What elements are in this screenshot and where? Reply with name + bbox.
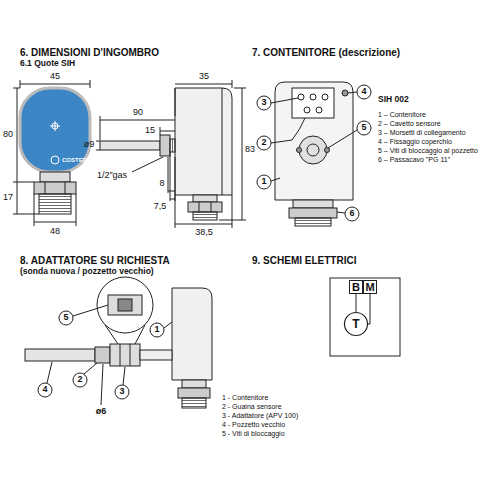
label-text: 90	[133, 108, 143, 118]
label-text: 1/2"gas	[97, 171, 127, 181]
section-heading: 7. CONTENITORE (descrizione)	[252, 47, 400, 58]
node-text: M	[365, 281, 374, 293]
wire	[356, 294, 357, 312]
label-text: 8	[159, 179, 164, 189]
label-text: ø9	[84, 140, 95, 150]
callout-number: 4	[42, 385, 47, 395]
section-heading: 9. SCHEMI ELETTRICI	[252, 255, 356, 266]
callout-number: 4	[361, 87, 366, 97]
label-text: 5 - Viti di bloccaggio	[222, 430, 285, 438]
callout-number: 2	[261, 138, 266, 148]
label-text: 38,5	[195, 228, 213, 238]
label-text: ø6	[96, 407, 107, 417]
label-text: 6.1 Quote SIH	[20, 59, 75, 68]
section-heading: 8. ADATTATORE SU RICHIESTA	[20, 255, 170, 266]
label-text: 80	[3, 130, 13, 140]
wire	[368, 294, 370, 324]
label-text: 5 – Viti di bloccaggio al pozzetto	[378, 147, 478, 155]
label-text: 83	[245, 145, 255, 155]
label-text: 17	[3, 193, 13, 203]
callout-number: 3	[119, 387, 124, 397]
label-text: 3 - Adattatore (APV 100)	[222, 412, 298, 420]
label-text: 2 – Cavetto sensore	[378, 120, 441, 128]
node-text: T	[352, 317, 359, 331]
label-text: 3 – Morsetti di collegamento	[378, 129, 466, 137]
label-text: 15	[145, 126, 155, 136]
sensor-circle: T	[344, 312, 368, 336]
terminal-box: B	[349, 280, 363, 294]
callout-number: 2	[77, 375, 82, 385]
callout-number: 5	[63, 313, 68, 323]
callout-number: 3	[261, 98, 266, 108]
label-text: 1 – Contenitore	[378, 111, 426, 119]
callout-number: 6	[349, 209, 354, 219]
label-text: (sonda nuova / pozzetto vecchio)	[20, 267, 154, 276]
callout-number: 1	[154, 325, 159, 335]
label-text: 2 - Guaina sensore	[222, 403, 282, 411]
node-text: B	[352, 281, 360, 293]
label-text: 4 - Pozzetto vecchio	[222, 421, 285, 429]
label-text: 48	[50, 227, 60, 237]
callout-number: 1	[261, 177, 266, 187]
label-text: 7,5	[154, 202, 167, 212]
label-text: 35	[199, 72, 209, 82]
section-heading: 6. DIMENSIONI D'INGOMBRO	[20, 47, 159, 58]
label-text: SIH 002	[378, 95, 409, 104]
label-text: 6 – Passacavo "PG 11"	[378, 156, 450, 164]
circle-shape	[344, 312, 367, 335]
label-text: 4 – Fissaggio coperchio	[378, 138, 452, 146]
label-text: 45	[50, 72, 60, 82]
label-text: COSTER	[62, 157, 87, 164]
callout-number: 5	[361, 123, 366, 133]
label-text: 1 - Contenitore	[222, 394, 268, 402]
terminal-box: M	[363, 280, 377, 294]
